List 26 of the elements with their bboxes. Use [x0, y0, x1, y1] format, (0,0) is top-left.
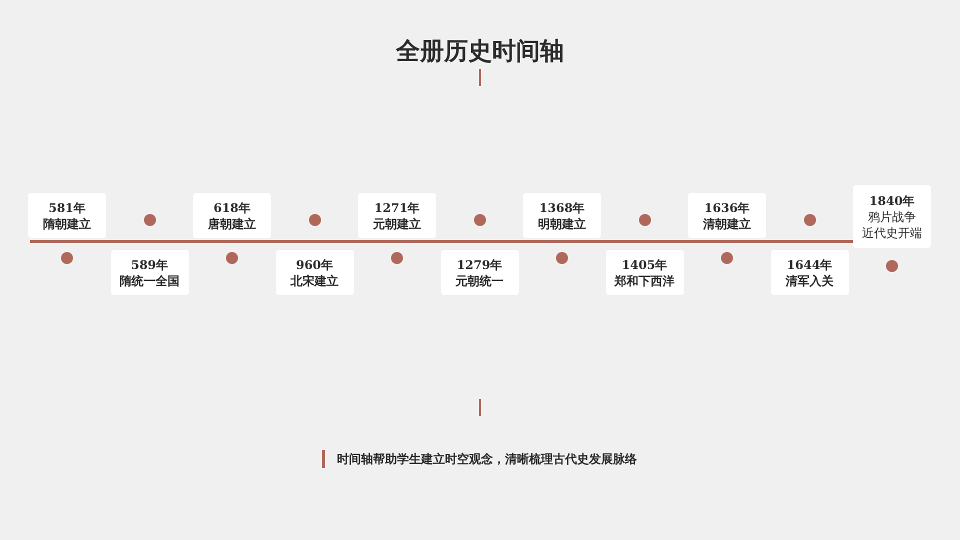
event-year: 960年: [296, 256, 334, 272]
event-description: 元朝统一: [456, 272, 504, 288]
event-year: 589年: [130, 256, 168, 272]
title: 全册历史时间轴: [396, 35, 564, 67]
event-year: 581年: [48, 200, 86, 216]
event-description: 明朝建立: [538, 216, 586, 232]
event-description: 唐朝建立: [208, 216, 256, 232]
event-year: 1271年: [374, 200, 420, 216]
event-description: 郑和下西洋: [614, 272, 674, 288]
event-description: 鸦片战争: [868, 208, 916, 224]
event-description: 清朝建立: [703, 216, 751, 232]
event-description: 隋朝建立: [43, 216, 91, 232]
event-year: 1644年: [786, 256, 832, 272]
event-description: 元朝建立: [373, 216, 421, 232]
event-description: 北宋建立: [290, 272, 338, 288]
event-year: 1405年: [622, 256, 668, 272]
event-year: 618年: [213, 200, 251, 216]
event-year: 1368年: [539, 200, 585, 216]
event-description: 近代史开端: [862, 224, 922, 240]
caption: 时间轴帮助学生建立时空观念，清晰梳理古代史发展脉络: [322, 450, 637, 468]
event-year: 1840年: [869, 192, 915, 208]
event-year: 1279年: [456, 256, 502, 272]
event-year: 1636年: [704, 200, 750, 216]
event-card: [853, 185, 931, 248]
event-description: 清军入关: [786, 272, 834, 288]
event-description: 隋统一全国: [120, 272, 180, 288]
